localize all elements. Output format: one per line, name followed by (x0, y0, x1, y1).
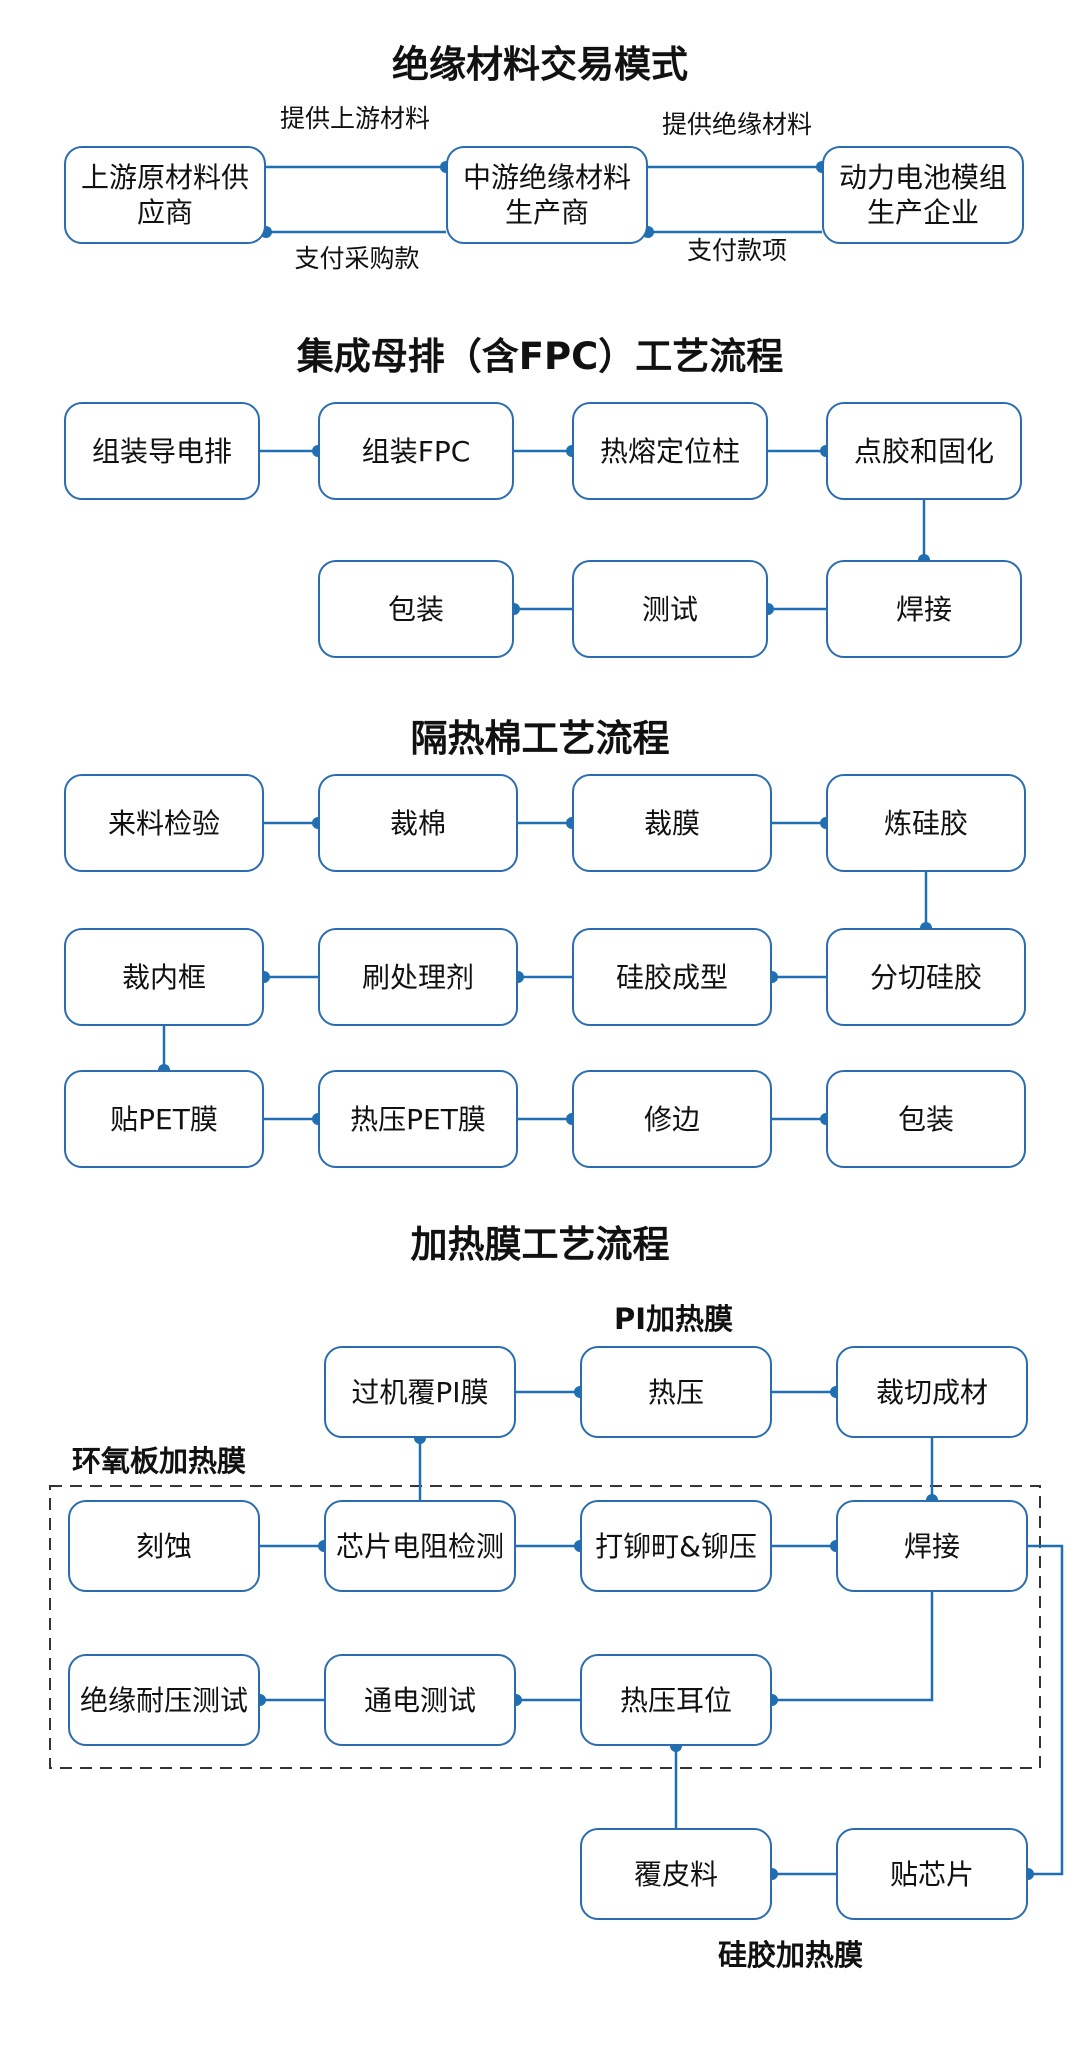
busbar-step-2: 组装FPC (318, 402, 514, 500)
foam-step-12: 包装 (826, 1070, 1026, 1168)
foam-step-1: 来料检验 (64, 774, 264, 872)
foam-process-title: 隔热棉工艺流程 (410, 717, 670, 760)
busbar-step-1: 组装导电排 (64, 402, 260, 500)
heating-step-4: 刻蚀 (68, 1500, 260, 1592)
foam-step-8: 裁内框 (64, 928, 264, 1026)
battery-module-enterprise-node: 动力电池模组生产企业 (822, 146, 1024, 244)
busbar-step-4: 点胶和固化 (826, 402, 1022, 500)
upstream-supplier-node: 上游原材料供应商 (64, 146, 266, 244)
foam-step-7: 刷处理剂 (318, 928, 518, 1026)
foam-step-11: 修边 (572, 1070, 772, 1168)
epoxy-heating-film-label: 环氧板加热膜 (72, 1444, 247, 1478)
busbar-step-3: 热熔定位柱 (572, 402, 768, 500)
busbar-step-5: 焊接 (826, 560, 1022, 658)
heating-step-1: 过机覆PI膜 (324, 1346, 516, 1438)
heating-step-10: 热压耳位 (580, 1654, 772, 1746)
heating-step-9: 通电测试 (324, 1654, 516, 1746)
busbar-step-7: 包装 (318, 560, 514, 658)
heating-step-8: 绝缘耐压测试 (68, 1654, 260, 1746)
foam-step-4: 炼硅胶 (826, 774, 1026, 872)
edge-label-pay-amount: 支付款项 (686, 236, 787, 265)
foam-step-5: 分切硅胶 (826, 928, 1026, 1026)
busbar-process-title: 集成母排（含FPC）工艺流程 (296, 335, 784, 378)
heating-step-6: 打铆町&铆压 (580, 1500, 772, 1592)
connector-path (1028, 1544, 1064, 1876)
silicone-heating-film-label: 硅胶加热膜 (718, 1938, 864, 1972)
foam-step-2: 裁棉 (318, 774, 518, 872)
heating-step-12: 贴芯片 (836, 1828, 1028, 1920)
epoxy-heating-film-frame (49, 1485, 1041, 1769)
foam-step-3: 裁膜 (572, 774, 772, 872)
heating-step-7: 焊接 (836, 1500, 1028, 1592)
midstream-producer-node: 中游绝缘材料生产商 (446, 146, 648, 244)
edge-label-provide-insulation-material: 提供绝缘材料 (662, 110, 813, 139)
busbar-step-6: 测试 (572, 560, 768, 658)
edge-label-provide-upstream-material: 提供上游材料 (280, 104, 431, 133)
heating-step-5: 芯片电阻检测 (324, 1500, 516, 1592)
heating-step-11: 覆皮料 (580, 1828, 772, 1920)
foam-step-6: 硅胶成型 (572, 928, 772, 1026)
edge-label-pay-purchase: 支付采购款 (294, 244, 420, 273)
foam-step-10: 热压PET膜 (318, 1070, 518, 1168)
connector-path (772, 1592, 934, 1702)
foam-step-9: 贴PET膜 (64, 1070, 264, 1168)
trade-mode-title: 绝缘材料交易模式 (392, 43, 688, 86)
heating-step-2: 热压 (580, 1346, 772, 1438)
heating-film-process-title: 加热膜工艺流程 (410, 1223, 670, 1266)
pi-heating-film-label: PI加热膜 (614, 1302, 734, 1336)
heating-step-3: 裁切成材 (836, 1346, 1028, 1438)
